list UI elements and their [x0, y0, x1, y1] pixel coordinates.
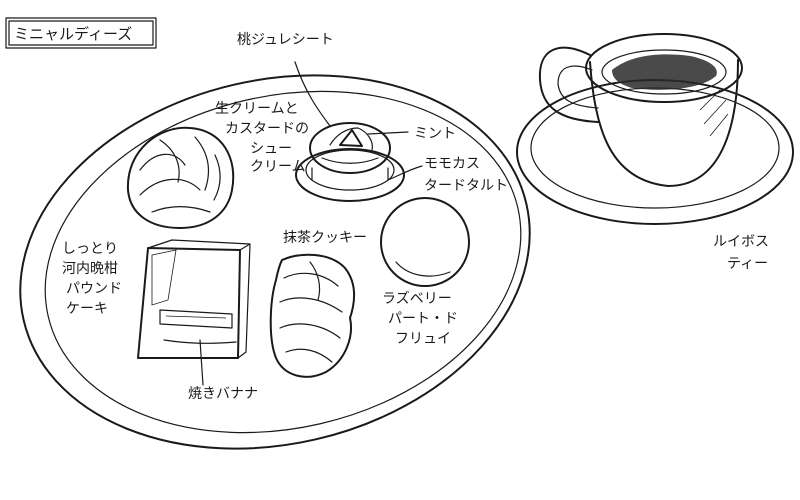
peach-tart	[295, 122, 405, 202]
label-pound-3: パウンド	[66, 281, 122, 297]
label-pound-1: しっとり	[62, 241, 118, 257]
label-tea-2: ティー	[727, 256, 768, 272]
label-raspberry-3: フリュイ	[395, 331, 451, 347]
pound-cake	[137, 239, 251, 359]
label-peach-tart-1: モモカス	[424, 156, 480, 172]
choux-cream-puff	[126, 126, 235, 229]
label-choux-3: シュー	[250, 141, 292, 157]
matcha-cookie	[269, 253, 355, 378]
raspberry-pate-de-fruit	[380, 197, 470, 287]
label-pound-4: ケーキ	[66, 301, 108, 317]
label-raspberry-1: ラズベリー	[382, 291, 452, 307]
label-matcha-cookie: 抹茶クッキー	[283, 230, 367, 246]
pointer-lines	[199, 61, 423, 386]
mint-leaf-icon	[339, 129, 363, 147]
label-banana: 焼きバナナ	[188, 386, 258, 402]
label-peach-jelly: 桃ジュレシート	[237, 32, 334, 48]
title-box: ミニャルディーズ	[5, 17, 157, 49]
label-raspberry-2: パート・ド	[388, 311, 458, 327]
label-tea-1: ルイボス	[713, 234, 769, 250]
label-mint: ミント	[414, 126, 456, 142]
tea-cup	[538, 33, 743, 187]
label-peach-tart-2: タードタルト	[424, 178, 508, 194]
label-pound-2: 河内晩柑	[62, 261, 118, 277]
title-text: ミニャルディーズ	[14, 25, 132, 43]
labels: 桃ジュレシート ミント モモカス タードタルト 生クリームと カスタードの シュ…	[62, 32, 769, 402]
plate	[19, 74, 531, 450]
label-choux-4: クリーム	[250, 159, 306, 175]
label-choux-2: カスタードの	[225, 121, 309, 137]
label-choux-1: 生クリームと	[215, 101, 299, 117]
